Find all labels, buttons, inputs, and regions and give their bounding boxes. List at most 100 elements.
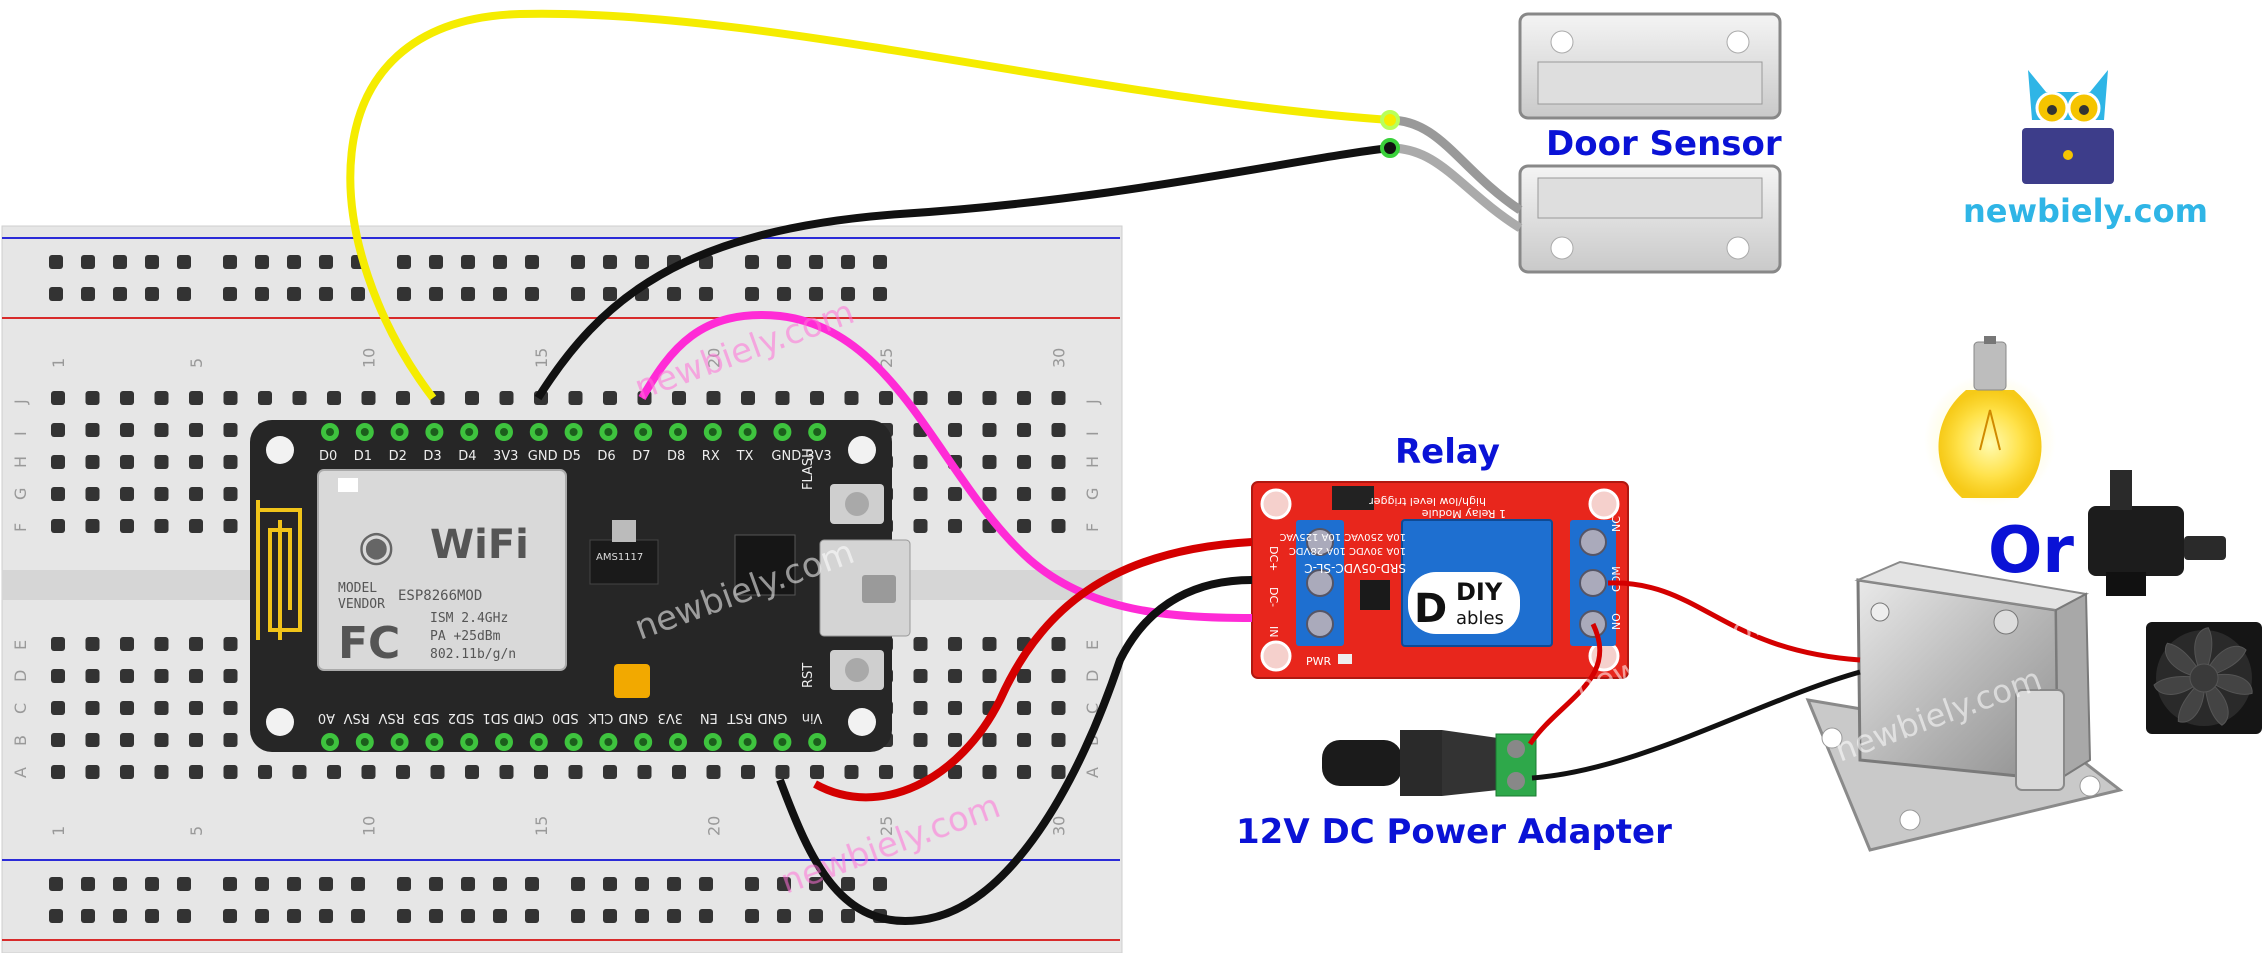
breadboard-hole[interactable] [913, 701, 928, 715]
rail-hole[interactable] [841, 287, 855, 301]
breadboard-hole[interactable] [1017, 455, 1031, 469]
rail-hole[interactable] [603, 287, 617, 301]
breadboard-hole[interactable] [120, 455, 134, 469]
breadboard-hole[interactable] [154, 765, 169, 779]
breadboard-hole[interactable] [154, 487, 169, 501]
rail-hole[interactable] [287, 909, 301, 923]
breadboard-hole[interactable] [810, 765, 824, 779]
breadboard-hole[interactable] [51, 487, 65, 501]
breadboard-hole[interactable] [189, 391, 203, 405]
rail-hole[interactable] [319, 877, 333, 891]
breadboard-hole[interactable] [223, 701, 238, 715]
breadboard-hole[interactable] [189, 637, 203, 651]
breadboard-hole[interactable] [154, 701, 169, 715]
breadboard-hole[interactable] [120, 733, 134, 747]
rail-hole[interactable] [809, 255, 823, 269]
rail-hole[interactable] [223, 255, 237, 269]
rail-hole[interactable] [319, 255, 333, 269]
breadboard-hole[interactable] [120, 423, 134, 437]
rail-hole[interactable] [49, 877, 63, 891]
breadboard-hole[interactable] [120, 487, 134, 501]
breadboard-hole[interactable] [120, 669, 134, 683]
breadboard-hole[interactable] [844, 391, 859, 405]
rail-hole[interactable] [841, 255, 855, 269]
breadboard-hole[interactable] [51, 423, 65, 437]
breadboard-hole[interactable] [844, 765, 859, 779]
rail-hole[interactable] [397, 255, 411, 269]
rail-hole[interactable] [145, 909, 159, 923]
rail-hole[interactable] [81, 909, 95, 923]
breadboard-hole[interactable] [51, 455, 65, 469]
rail-hole[interactable] [255, 287, 269, 301]
breadboard-hole[interactable] [913, 733, 928, 747]
breadboard-hole[interactable] [948, 519, 962, 533]
breadboard-hole[interactable] [672, 765, 686, 779]
rail-hole[interactable] [571, 255, 585, 269]
breadboard-hole[interactable] [1051, 519, 1066, 533]
breadboard-hole[interactable] [223, 765, 238, 779]
breadboard-hole[interactable] [982, 391, 997, 405]
rail-hole[interactable] [809, 287, 823, 301]
breadboard-hole[interactable] [775, 765, 790, 779]
breadboard-hole[interactable] [982, 487, 997, 501]
rail-hole[interactable] [223, 877, 237, 891]
breadboard-hole[interactable] [223, 733, 238, 747]
breadboard-hole[interactable] [706, 391, 721, 405]
breadboard-hole[interactable] [810, 391, 824, 405]
breadboard-hole[interactable] [51, 733, 65, 747]
breadboard-hole[interactable] [1051, 487, 1066, 501]
rail-hole[interactable] [49, 909, 63, 923]
breadboard-hole[interactable] [948, 391, 962, 405]
breadboard-hole[interactable] [913, 637, 928, 651]
rail-hole[interactable] [255, 255, 269, 269]
breadboard-hole[interactable] [1051, 423, 1066, 437]
breadboard-hole[interactable] [637, 765, 652, 779]
dc-terminal-screw[interactable] [1507, 740, 1525, 758]
breadboard-hole[interactable] [120, 765, 134, 779]
breadboard-hole[interactable] [396, 391, 410, 405]
breadboard-hole[interactable] [948, 669, 962, 683]
breadboard-hole[interactable] [913, 669, 928, 683]
rail-hole[interactable] [841, 909, 855, 923]
rail-hole[interactable] [113, 909, 127, 923]
breadboard-hole[interactable] [361, 765, 376, 779]
rail-hole[interactable] [429, 909, 443, 923]
breadboard-hole[interactable] [154, 423, 169, 437]
rail-hole[interactable] [603, 909, 617, 923]
breadboard-hole[interactable] [120, 519, 134, 533]
breadboard-hole[interactable] [396, 765, 410, 779]
breadboard-hole[interactable] [879, 391, 893, 405]
breadboard-hole[interactable] [1017, 423, 1031, 437]
breadboard-hole[interactable] [603, 391, 617, 405]
breadboard-hole[interactable] [1017, 733, 1031, 747]
breadboard-hole[interactable] [1017, 701, 1031, 715]
breadboard-hole[interactable] [741, 765, 755, 779]
breadboard-hole[interactable] [154, 733, 169, 747]
rail-hole[interactable] [745, 287, 759, 301]
breadboard-hole[interactable] [1017, 669, 1031, 683]
rail-hole[interactable] [841, 877, 855, 891]
breadboard-hole[interactable] [154, 669, 169, 683]
rail-hole[interactable] [223, 287, 237, 301]
breadboard-hole[interactable] [189, 455, 203, 469]
breadboard-hole[interactable] [706, 765, 721, 779]
breadboard-hole[interactable] [1051, 733, 1066, 747]
breadboard-hole[interactable] [223, 423, 238, 437]
rail-hole[interactable] [287, 255, 301, 269]
breadboard-hole[interactable] [1051, 765, 1066, 779]
rail-hole[interactable] [525, 909, 539, 923]
rail-hole[interactable] [223, 909, 237, 923]
breadboard-hole[interactable] [154, 637, 169, 651]
breadboard-hole[interactable] [85, 455, 100, 469]
breadboard-hole[interactable] [430, 765, 445, 779]
breadboard-hole[interactable] [982, 455, 997, 469]
rail-hole[interactable] [113, 287, 127, 301]
breadboard-hole[interactable] [775, 391, 790, 405]
breadboard-hole[interactable] [223, 669, 238, 683]
rail-hole[interactable] [255, 877, 269, 891]
terminal-screw[interactable] [1306, 610, 1334, 638]
rail-hole[interactable] [461, 877, 475, 891]
rail-hole[interactable] [177, 877, 191, 891]
breadboard-hole[interactable] [85, 637, 100, 651]
breadboard-hole[interactable] [534, 765, 548, 779]
